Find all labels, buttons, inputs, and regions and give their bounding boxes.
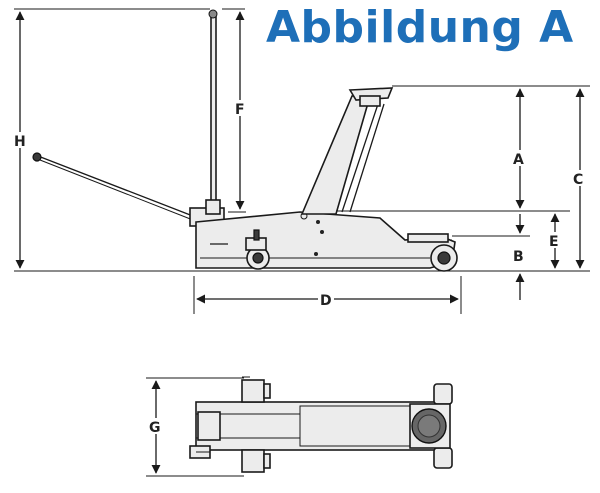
front-wheel-top-1 bbox=[433, 383, 453, 405]
upright-knob bbox=[208, 9, 218, 19]
dim-label-f: F bbox=[235, 102, 245, 118]
dim-label-e: E bbox=[549, 234, 559, 250]
dim-label-a: A bbox=[513, 152, 524, 168]
front-wheel-top-2 bbox=[433, 447, 453, 469]
dim-label-c: C bbox=[573, 172, 583, 188]
frame-top bbox=[195, 401, 441, 451]
dim-label-d: D bbox=[320, 293, 332, 309]
jack-handle bbox=[37, 155, 199, 219]
dim-label-h: H bbox=[14, 134, 26, 150]
dim-label-g: G bbox=[149, 420, 161, 436]
handle-knob bbox=[32, 152, 42, 162]
upright-handle bbox=[210, 13, 217, 215]
dim-label-b: B bbox=[513, 249, 524, 265]
lifting-arm bbox=[300, 95, 372, 215]
top-view: G bbox=[146, 376, 453, 477]
side-view: H F A B C E D bbox=[13, 8, 590, 314]
figure-title: Abbildung A bbox=[266, 2, 574, 53]
